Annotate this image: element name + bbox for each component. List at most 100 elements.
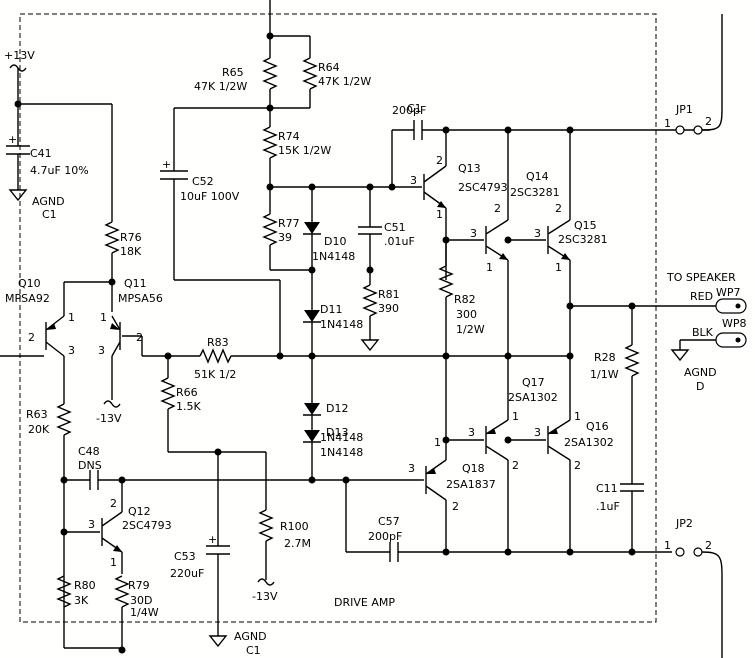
r79-resistor (114, 575, 130, 608)
q14-pin1: 1 (486, 261, 493, 274)
output-network (570, 302, 710, 552)
q18-pin3: 3 (408, 462, 415, 475)
r64-value: 47K 1/2W (318, 75, 371, 88)
r83-value: 51K 1/2 (194, 368, 236, 381)
q13-ref: Q13 (458, 162, 481, 175)
r64-ref: R64 (318, 61, 340, 74)
q15-pin1: 1 (555, 261, 562, 274)
r82-ref: R82 (454, 293, 476, 306)
r76-value: 18K (120, 245, 142, 258)
supply-plus-label: +13V (4, 49, 35, 62)
r83-ref: R83 (207, 336, 229, 349)
q10-part: MPSA92 (5, 292, 50, 305)
wp7-label: WP7 (716, 286, 741, 299)
c53-ref: C53 (174, 550, 196, 563)
q11-pin2: 2 (136, 331, 143, 344)
c52-value: 10uF 100V (180, 190, 240, 203)
r79-value: 30D (130, 594, 152, 607)
r63-value: 20K (28, 423, 50, 436)
q15-pin2: 2 (555, 202, 562, 215)
c51-value: .01uF (384, 235, 415, 248)
jp1-connector (675, 14, 723, 135)
drive-amp-boundary (19, 13, 657, 623)
r100-supply-label: -13V (252, 590, 278, 603)
q17-ref: Q17 (522, 376, 545, 389)
q18-ref: Q18 (462, 462, 485, 475)
r65-resistor (262, 57, 278, 90)
q10-pin2: 2 (28, 331, 35, 344)
c41-plus-sign: + (8, 133, 17, 146)
c51-ref: C51 (384, 221, 406, 234)
r63-ref: R63 (26, 408, 48, 421)
r63-resistor (56, 403, 72, 436)
c1-ref: C1 (407, 102, 422, 115)
r66-value: 1.5K (176, 400, 201, 413)
q14-q15-stage (446, 130, 574, 410)
r74-resistor (262, 126, 278, 159)
jp1-label: JP1 (675, 103, 693, 116)
c57-ref: C57 (378, 515, 400, 528)
r28-value: 1/1W (590, 368, 619, 381)
d13-ref: D13 (326, 426, 348, 439)
agnd-out-d: D (696, 380, 704, 393)
c1-value: 200pF (392, 104, 426, 117)
agnd-c53-ground-icon (208, 635, 228, 648)
vas-current-source (56, 403, 346, 654)
c41-network: + (6, 64, 112, 202)
q18-pin1: 1 (434, 436, 441, 449)
to-speaker-label: TO SPEAKER (666, 271, 736, 284)
r65-ref: R65 (222, 66, 244, 79)
q12-pin3: 3 (88, 518, 95, 531)
top-bias-network (174, 0, 396, 191)
q12-pin2: 2 (110, 497, 117, 510)
r81-resistor (362, 284, 378, 317)
d12-value: 1N4148 (320, 431, 363, 444)
q13-stage (391, 120, 710, 280)
r100-ref: R100 (280, 520, 309, 533)
q15-ref: Q15 (574, 219, 597, 232)
d10-diode (304, 222, 320, 234)
wp8-label: WP8 (722, 317, 747, 330)
input-diff-pair (45, 104, 143, 408)
wp8-terminal (670, 332, 747, 362)
r79-power: 1/4W (130, 606, 159, 619)
jp2-pin1: 1 (664, 539, 671, 552)
r81-ground-icon (360, 339, 380, 352)
q10-pin3: 3 (68, 344, 75, 357)
d11-ref: D11 (320, 303, 342, 316)
c41-ref: C41 (30, 147, 52, 160)
r76-ref: R76 (120, 231, 142, 244)
q11-supply-label: -13V (96, 412, 122, 425)
jp1-pin1: 1 (664, 117, 671, 130)
c11-value: .1uF (596, 500, 620, 513)
d12-ref: D12 (326, 402, 348, 415)
c11-ref: C11 (596, 482, 618, 495)
r74-value: 15K 1/2W (278, 144, 331, 157)
c53-plus-sign: + (208, 533, 217, 546)
q16-pin2: 2 (574, 459, 581, 472)
r64-resistor (302, 57, 318, 90)
q16-pin1: 1 (574, 410, 581, 423)
q17-pin3: 3 (468, 426, 475, 439)
r80-ref: R80 (74, 579, 96, 592)
jp2-connector (675, 547, 723, 658)
r81-value: 390 (378, 302, 399, 315)
c48-ref: C48 (78, 445, 100, 458)
q13-pin2: 2 (436, 154, 443, 167)
lower-output-stage (420, 356, 571, 552)
q16-pin3: 3 (534, 426, 541, 439)
d10-ref: D10 (324, 235, 346, 248)
q17-part: 2SA1302 (508, 391, 558, 404)
q14-pin2: 2 (494, 202, 501, 215)
d10-value: 1N4148 (312, 250, 355, 263)
c1-c53-label: C1 (246, 644, 261, 657)
r100-resistor (258, 509, 274, 542)
r100-supply-break-icon (257, 578, 275, 586)
q17-pin1: 1 (512, 410, 519, 423)
q14-ref: Q14 (526, 170, 549, 183)
q17-pin2: 2 (512, 459, 519, 472)
q11-ref: Q11 (124, 277, 147, 290)
q12-pin1: 1 (110, 556, 117, 569)
jp1-pin2: 2 (705, 115, 712, 128)
r79-ref: R79 (128, 579, 150, 592)
